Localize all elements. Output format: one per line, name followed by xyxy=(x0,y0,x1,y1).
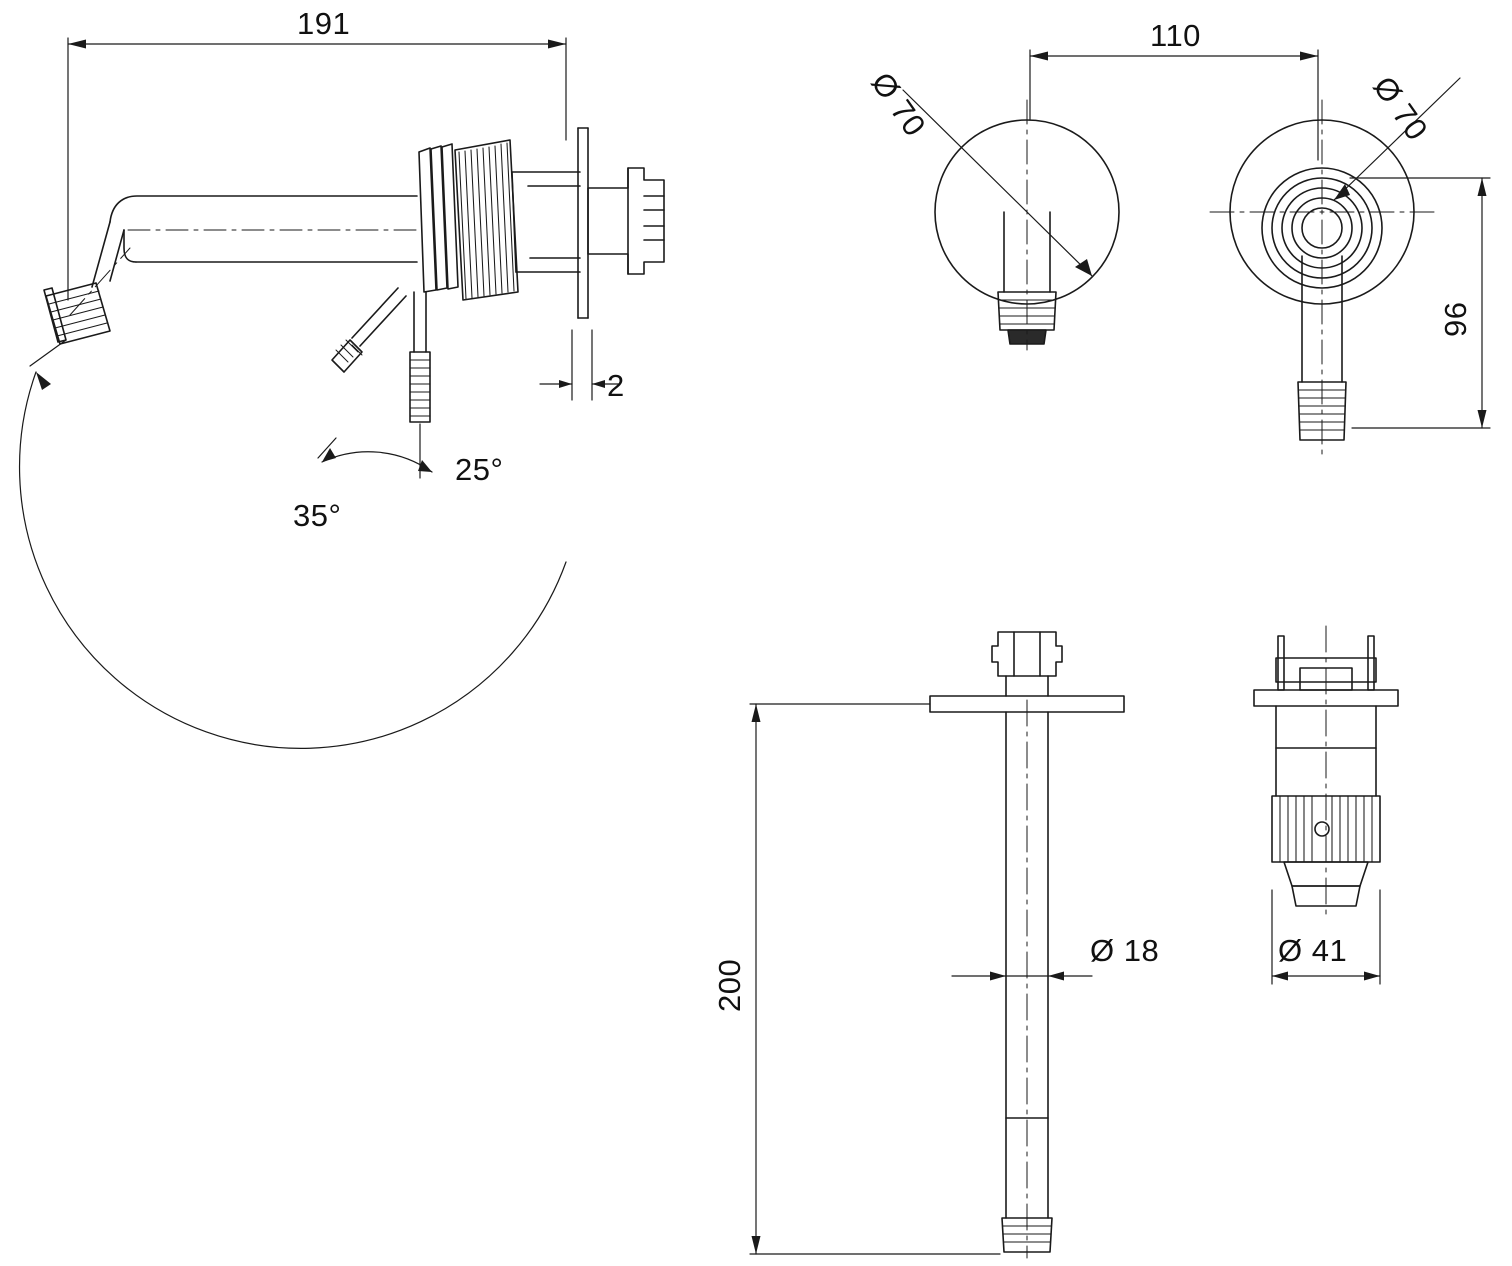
dim-18 xyxy=(951,971,1093,981)
spout-outline xyxy=(43,195,421,345)
dim-label-96: 96 xyxy=(1438,301,1473,337)
dim-label-25deg: 25° xyxy=(455,452,504,487)
view-front-spout-flange xyxy=(902,49,1319,351)
view-spout-body-section xyxy=(749,631,1125,1259)
dim-35deg xyxy=(18,339,567,750)
knurled-collar xyxy=(454,139,519,301)
dim-200 xyxy=(749,703,1001,1255)
dim-label-41: Ø 41 xyxy=(1278,933,1348,968)
spout-flange-stack xyxy=(418,143,459,293)
dim-label-200: 200 xyxy=(712,958,747,1012)
dim-label-110: 110 xyxy=(1150,18,1201,53)
view-handle-body-section xyxy=(1253,625,1399,985)
dim-label-35deg: 35° xyxy=(293,498,342,533)
dim-41 xyxy=(1271,889,1381,985)
dim-191 xyxy=(67,37,567,301)
dim-25deg xyxy=(317,423,433,479)
view-side-elevation-spout xyxy=(18,37,665,750)
dim-110 xyxy=(1029,49,1319,161)
dim-label-2: 2 xyxy=(607,368,625,403)
view-front-handle-flange xyxy=(1209,77,1491,456)
dim-label-18: Ø 18 xyxy=(1090,933,1160,968)
wall-plate xyxy=(577,127,589,319)
flex-hoses xyxy=(331,287,431,423)
spout-body-cylinder xyxy=(511,171,581,273)
dim-2 xyxy=(539,329,621,401)
shank-assembly xyxy=(587,167,665,275)
dim-70-right xyxy=(1333,77,1461,201)
dim-label-191: 191 xyxy=(297,6,351,41)
dim-70-left xyxy=(902,89,1093,277)
dim-96 xyxy=(1349,177,1491,429)
